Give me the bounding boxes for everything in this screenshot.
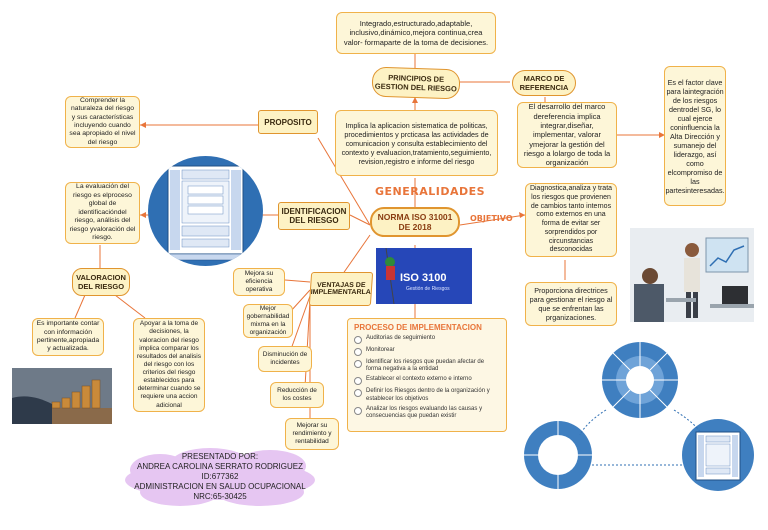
- proposito-description: Comprender la naturaleza del riesgo y su…: [65, 96, 140, 148]
- radio-icon[interactable]: [354, 360, 362, 368]
- coins-stack-image: [12, 368, 112, 424]
- valoracion-left-description: Es importante contar con información per…: [32, 318, 104, 356]
- credits-line-presented: PRESENTADO POR:: [181, 452, 259, 461]
- valoracion-title: VALORACION DEL RIESGO: [72, 268, 130, 296]
- proceso-item-label: Establecer el contexto externo e interno: [366, 376, 472, 383]
- iso-badge-subtitle: Gestión de Riesgos: [406, 286, 450, 292]
- business-presentation-image: [630, 228, 754, 322]
- proceso-implementacion-panel: PROCESO DE IMPLEMENTACION Auditorias de …: [347, 318, 507, 432]
- ventaja-item-3: Disminución de incidentes: [258, 346, 312, 372]
- center-node-norma-iso: NORMA ISO 31001 DE 2018: [370, 207, 460, 237]
- objetivo-description: Diagnostica,analiza y trata los riesgos …: [525, 183, 617, 257]
- iso-badge-title: ISO 3100: [400, 272, 447, 284]
- proceso-item-label: Auditorias de seguimiento: [366, 335, 436, 341]
- proposito-title: PROPOSITO: [258, 110, 318, 134]
- risk-process-wheel-image: [148, 156, 263, 266]
- proceso-item-label: Analizar los riesgos evaluando las causa…: [366, 405, 483, 419]
- proceso-item[interactable]: Identificar los riesgos que puedan afect…: [354, 359, 500, 373]
- credits-block: PRESENTADO POR: ANDREA CAROLINA SERRATO …: [120, 452, 320, 502]
- credits-line-program: ADMINISTRACION EN SALUD OCUPACIONAL: [134, 482, 306, 491]
- marco-title: MARCO DE REFERENCIA: [512, 70, 576, 96]
- generalidades-heading: GENERALIDADES: [375, 185, 486, 198]
- proceso-item[interactable]: Auditorias de seguimiento: [354, 335, 500, 344]
- radio-icon[interactable]: [354, 377, 362, 386]
- proceso-item[interactable]: Establecer el contexto externo e interno: [354, 376, 500, 386]
- credits-line-author: ANDREA CAROLINA SERRATO RODRIGUEZ: [137, 462, 303, 471]
- proceso-item-label: Definir los Riesgos dentro de la organiz…: [366, 388, 490, 402]
- radio-icon[interactable]: [354, 389, 362, 398]
- objetivo-directrices: Proporciona directrices para gestionar e…: [525, 282, 617, 326]
- risk-management-framework-figure: [520, 340, 760, 500]
- ventaja-item-1: Mejora su eficiencia operativa: [233, 268, 285, 296]
- proceso-item-label: Monitorear: [366, 347, 395, 353]
- radio-icon[interactable]: [354, 348, 362, 356]
- ventajas-title: VENTAJAS DE IMPLEMENTARLA: [308, 272, 374, 306]
- principios-description: Integrado,estructurado,adaptable, inclus…: [336, 12, 496, 54]
- radio-icon[interactable]: [354, 336, 362, 344]
- credits-line-id: ID:677362: [201, 472, 239, 481]
- credits-line-nrc: NRC:65-30425: [193, 492, 247, 501]
- identificacion-title: IDENTIFICACION DEL RIESGO: [278, 202, 350, 230]
- marco-description: El desarrollo del marco dereferencia imp…: [517, 102, 617, 168]
- radio-icon[interactable]: [354, 406, 362, 415]
- iso-31000-badge-image: ISO 3100 Gestión de Riesgos: [376, 248, 472, 304]
- ventaja-item-4: Reducción de los costes: [270, 382, 324, 408]
- credits-cloud-shape: [125, 448, 315, 506]
- proceso-item-label: Identificar los riesgos que puedan afect…: [366, 359, 485, 373]
- identificacion-description: La evaluación del riesgo es elproceso gl…: [65, 182, 140, 244]
- ventaja-item-5: Mejorar su rendimiento y rentabilidad: [285, 418, 339, 450]
- valoracion-right-description: Apoyar a la toma de decisiones, la valor…: [133, 318, 205, 412]
- principios-title: PRINCIPIOS DE GESTION DEL RIESGO: [371, 66, 461, 100]
- objetivo-label: OBJETIVO: [470, 214, 513, 223]
- proceso-item[interactable]: Monitorear: [354, 347, 500, 356]
- marco-factor-clave: Es el factor clave para laintegración de…: [664, 66, 726, 206]
- ventaja-item-2: Mejor gobernabilidad mixma en la organiz…: [243, 304, 293, 338]
- implica-description: Implica la aplicacion sistematica de pol…: [335, 110, 498, 176]
- proceso-item[interactable]: Definir los Riesgos dentro de la organiz…: [354, 388, 500, 402]
- proceso-title: PROCESO DE IMPLEMENTACION: [354, 323, 482, 332]
- proceso-item[interactable]: Analizar los riesgos evaluando las causa…: [354, 406, 500, 420]
